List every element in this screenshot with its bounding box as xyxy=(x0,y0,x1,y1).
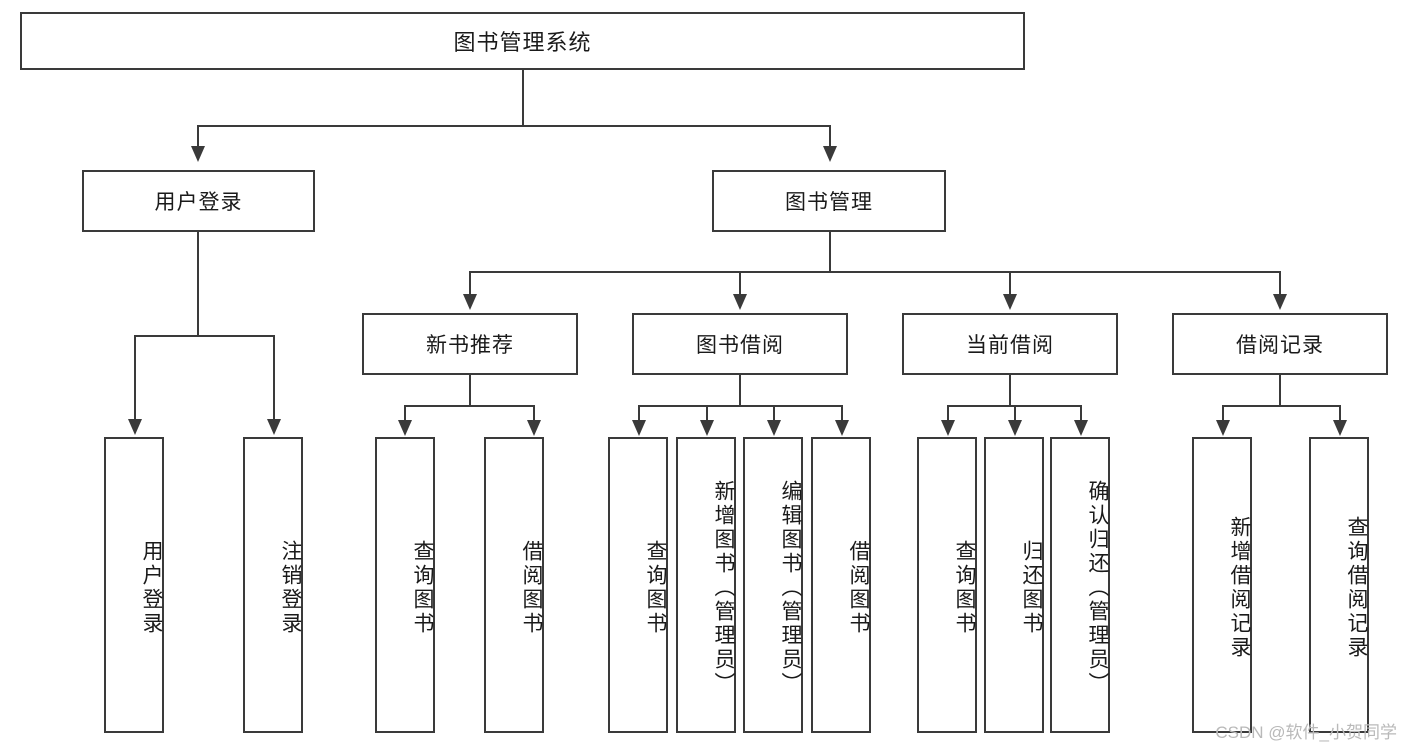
arrowhead-br-leaf-0 xyxy=(1216,420,1230,436)
node-borrow-record[interactable]: 借阅记录 xyxy=(1172,313,1388,375)
connector-user-login-leaf-0 xyxy=(134,335,136,420)
connector-nbr-leaf-1 xyxy=(533,405,535,421)
connector-cb-leaf-0 xyxy=(947,405,949,421)
connector-to-user-login xyxy=(197,125,199,147)
connector-cb-leaf-1 xyxy=(1014,405,1016,421)
connector-bb-leaf-2 xyxy=(773,405,775,421)
connector-to-book-borrow xyxy=(739,271,741,295)
connector-br-leaf-1 xyxy=(1339,405,1341,421)
connector-cb-leaf-2 xyxy=(1080,405,1082,421)
node-new-book-recommend[interactable]: 新书推荐 xyxy=(362,313,578,375)
leaf-br-add-borrow-record[interactable]: 新增借阅记录 xyxy=(1192,437,1252,733)
leaf-br-query-borrow-record[interactable]: 查询借阅记录 xyxy=(1309,437,1369,733)
connector-user-login-bus xyxy=(134,335,275,337)
leaf-bb-add-book-admin[interactable]: 新增图书（管理员） xyxy=(676,437,736,733)
connector-borrow-record-stem xyxy=(1279,375,1281,406)
arrowhead-book-management xyxy=(823,146,837,162)
arrowhead-bb-leaf-0 xyxy=(632,420,646,436)
connector-book-borrow-bus xyxy=(638,405,842,407)
connector-new-book-recommend-bus xyxy=(404,405,535,407)
arrowhead-nbr-leaf-0 xyxy=(398,420,412,436)
connector-book-borrow-stem xyxy=(739,375,741,406)
leaf-nbr-query-book[interactable]: 查询图书 xyxy=(375,437,435,733)
connector-to-current-borrow xyxy=(1009,271,1011,295)
leaf-bb-borrow-book[interactable]: 借阅图书 xyxy=(811,437,871,733)
leaf-nbr-borrow-book[interactable]: 借阅图书 xyxy=(484,437,544,733)
arrowhead-bb-leaf-1 xyxy=(700,420,714,436)
arrowhead-cb-leaf-1 xyxy=(1008,420,1022,436)
connector-user-login-leaf-1 xyxy=(273,335,275,420)
arrowhead-cb-leaf-2 xyxy=(1074,420,1088,436)
arrowhead-current-borrow xyxy=(1003,294,1017,310)
connector-to-book-management xyxy=(829,125,831,147)
connector-bb-leaf-0 xyxy=(638,405,640,421)
node-book-management[interactable]: 图书管理 xyxy=(712,170,946,232)
leaf-bb-edit-book-admin[interactable]: 编辑图书（管理员） xyxy=(743,437,803,733)
arrowhead-br-leaf-1 xyxy=(1333,420,1347,436)
connector-book-management-stem xyxy=(829,232,831,272)
node-book-borrow[interactable]: 图书借阅 xyxy=(632,313,848,375)
arrowhead-nbr-leaf-1 xyxy=(527,420,541,436)
connector-borrow-record-bus xyxy=(1222,405,1341,407)
connector-nbr-leaf-0 xyxy=(404,405,406,421)
leaf-user-login-logout[interactable]: 注销登录 xyxy=(243,437,303,733)
arrowhead-borrow-record xyxy=(1273,294,1287,310)
connector-user-login-stem xyxy=(197,232,199,336)
connector-root-stem xyxy=(522,70,524,126)
leaf-user-login-login[interactable]: 用户登录 xyxy=(104,437,164,733)
arrowhead-new-book-recommend xyxy=(463,294,477,310)
connector-level3-bus xyxy=(469,271,1279,273)
leaf-cb-query-book[interactable]: 查询图书 xyxy=(917,437,977,733)
connector-to-borrow-record xyxy=(1279,271,1281,295)
arrowhead-book-borrow xyxy=(733,294,747,310)
leaf-cb-confirm-return-admin[interactable]: 确认归还（管理员） xyxy=(1050,437,1110,733)
arrowhead-user-login-leaf-1 xyxy=(267,419,281,435)
connector-current-borrow-stem xyxy=(1009,375,1011,406)
connector-new-book-recommend-stem xyxy=(469,375,471,406)
leaf-bb-query-book[interactable]: 查询图书 xyxy=(608,437,668,733)
arrowhead-user-login-leaf-0 xyxy=(128,419,142,435)
connector-bb-leaf-1 xyxy=(706,405,708,421)
arrowhead-user-login xyxy=(191,146,205,162)
arrowhead-cb-leaf-0 xyxy=(941,420,955,436)
node-current-borrow[interactable]: 当前借阅 xyxy=(902,313,1118,375)
connector-br-leaf-0 xyxy=(1222,405,1224,421)
connector-bb-leaf-3 xyxy=(841,405,843,421)
node-user-login[interactable]: 用户登录 xyxy=(82,170,315,232)
leaf-cb-return-book[interactable]: 归还图书 xyxy=(984,437,1044,733)
connector-level2-bus xyxy=(197,125,831,127)
node-root-library-management-system[interactable]: 图书管理系统 xyxy=(20,12,1025,70)
connector-to-new-book-recommend xyxy=(469,271,471,295)
arrowhead-bb-leaf-3 xyxy=(835,420,849,436)
arrowhead-bb-leaf-2 xyxy=(767,420,781,436)
